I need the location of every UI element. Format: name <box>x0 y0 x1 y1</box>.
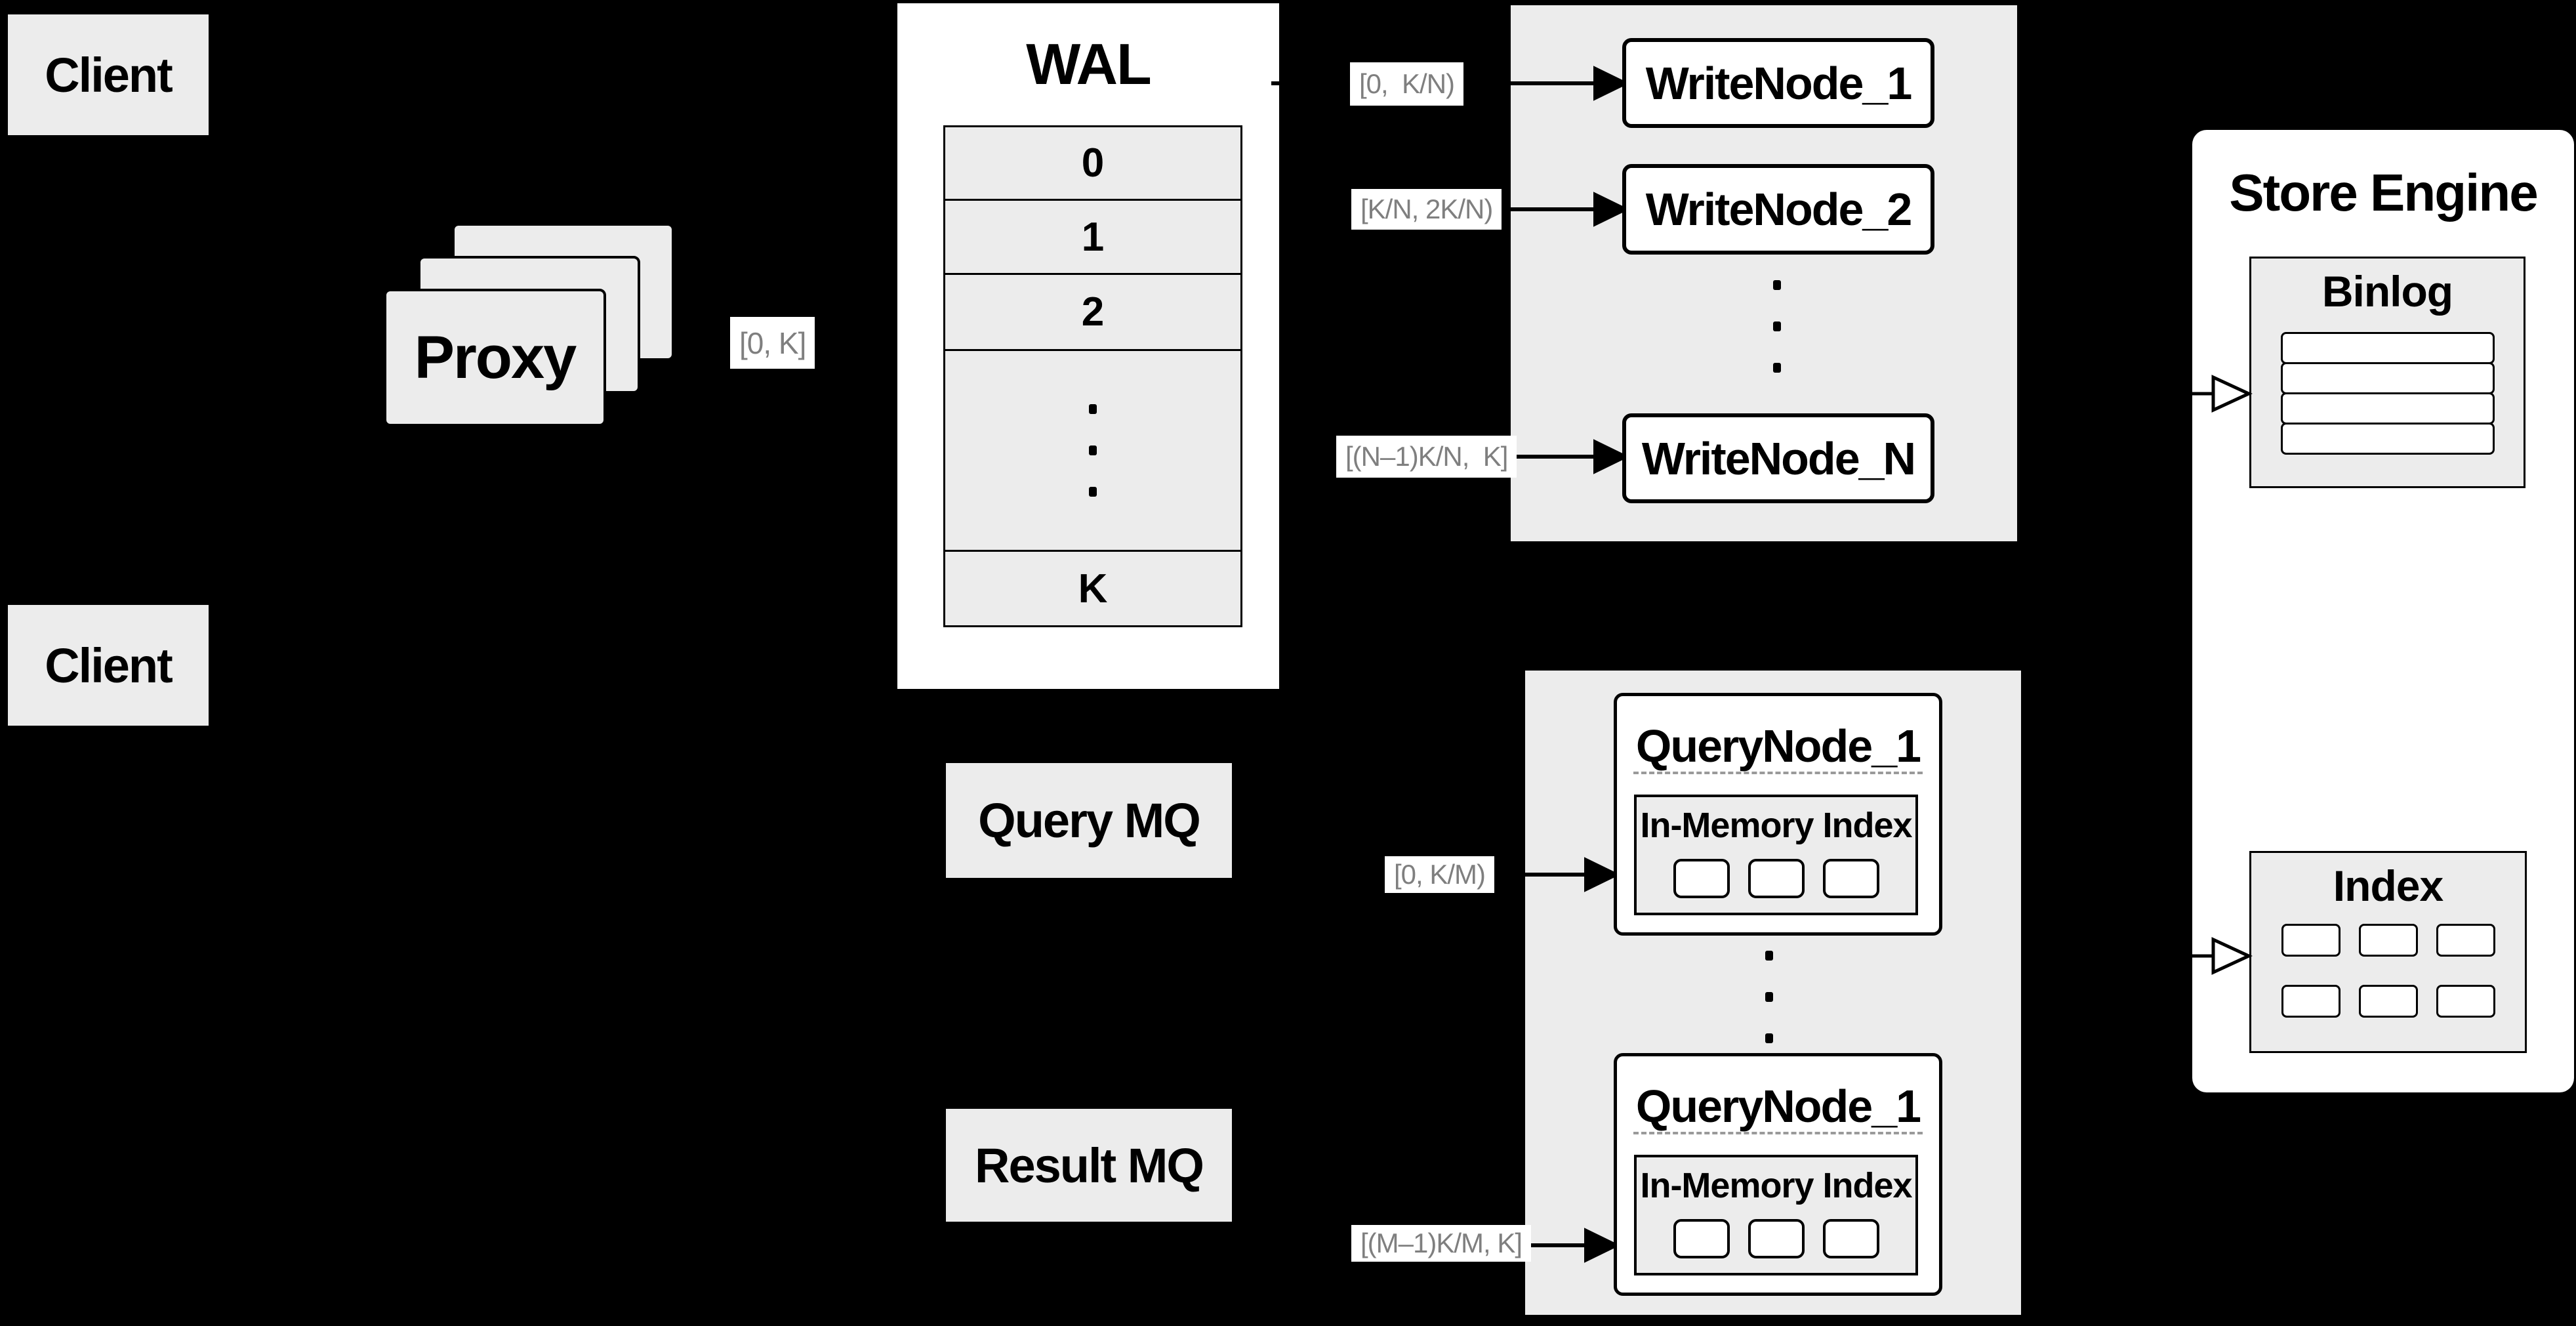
binlog-title: Binlog <box>2321 267 2453 316</box>
binlog-row <box>2280 392 2495 425</box>
store-engine-title: Store Engine <box>2229 163 2538 222</box>
index-cell <box>2436 985 2495 1018</box>
client-box-bottom: Client <box>8 605 209 726</box>
binlog-row <box>2280 362 2495 394</box>
range-label-writenode-n: [(N–1)K/N, K] <box>1336 436 1517 478</box>
store-engine-panel: Store Engine Binlog Index <box>2192 130 2574 1092</box>
range-label-writenode-1: [0, K/N) <box>1350 62 1464 106</box>
wal-panel: WAL 0 1 2 K <box>897 3 1279 689</box>
in-memory-index-cells <box>1637 859 1915 898</box>
range-label-querynode-1: [0, K/M) <box>1385 856 1495 893</box>
query-node-ellipsis-icon <box>1765 951 1773 1043</box>
index-cell <box>2281 985 2341 1018</box>
query-mq-box: Query MQ <box>946 763 1232 878</box>
index-cell <box>2281 924 2341 957</box>
wal-row-0: 0 <box>943 125 1242 201</box>
write-node-n: WriteNode_N <box>1622 413 1934 503</box>
index-row <box>2281 985 2495 1018</box>
wal-row-2: 2 <box>943 273 1242 351</box>
dashed-separator <box>1633 1132 1923 1134</box>
in-memory-index-box: In-Memory Index <box>1634 1155 1918 1275</box>
index-row <box>2281 924 2495 957</box>
wal-row-k: K <box>943 550 1242 627</box>
binlog-rows <box>2251 332 2524 455</box>
write-node-2: WriteNode_2 <box>1622 164 1934 255</box>
write-node-ellipsis-icon <box>1773 280 1781 373</box>
range-label-writenode-2: [K/N, 2K/N) <box>1351 189 1502 230</box>
binlog-row <box>2280 332 2495 364</box>
wal-row-1: 1 <box>943 199 1242 275</box>
range-label-proxy-wal: [0, K] <box>730 317 815 369</box>
query-node-title: QueryNode_1 <box>1635 1081 1921 1132</box>
index-cell <box>2436 924 2495 957</box>
memory-segment-cell <box>1673 1219 1730 1258</box>
memory-segment-cell <box>1673 859 1730 898</box>
wal-row-ellipsis <box>943 349 1242 552</box>
in-memory-index-title: In-Memory Index <box>1640 806 1912 845</box>
result-mq-box: Result MQ <box>946 1109 1232 1222</box>
vertical-ellipsis-icon <box>1089 404 1097 497</box>
query-node-bottom: QueryNode_1 In-Memory Index <box>1614 1053 1942 1296</box>
in-memory-index-cells <box>1637 1219 1915 1258</box>
query-node-title: QueryNode_1 <box>1635 720 1921 772</box>
index-cell <box>2358 985 2418 1018</box>
memory-segment-cell <box>1822 1219 1879 1258</box>
wal-segment-table: 0 1 2 K <box>943 125 1242 627</box>
binlog-row <box>2280 423 2495 455</box>
index-cell <box>2358 924 2418 957</box>
dashed-separator <box>1633 772 1923 774</box>
range-label-querynode-m: [(M–1)K/M, K] <box>1351 1225 1532 1262</box>
index-box: Index <box>2249 851 2527 1053</box>
memory-segment-cell <box>1822 859 1879 898</box>
in-memory-index-title: In-Memory Index <box>1640 1166 1912 1205</box>
write-node-1: WriteNode_1 <box>1622 38 1934 128</box>
memory-segment-cell <box>1748 1219 1805 1258</box>
proxy-box: Proxy <box>384 289 606 426</box>
binlog-box: Binlog <box>2249 257 2525 488</box>
memory-segment-cell <box>1748 859 1805 898</box>
wal-title: WAL <box>1026 31 1152 96</box>
in-memory-index-box: In-Memory Index <box>1634 795 1918 915</box>
query-node-top: QueryNode_1 In-Memory Index <box>1614 693 1942 936</box>
index-title: Index <box>2333 861 2443 910</box>
index-grid <box>2251 924 2525 1018</box>
client-box-top: Client <box>8 14 209 135</box>
